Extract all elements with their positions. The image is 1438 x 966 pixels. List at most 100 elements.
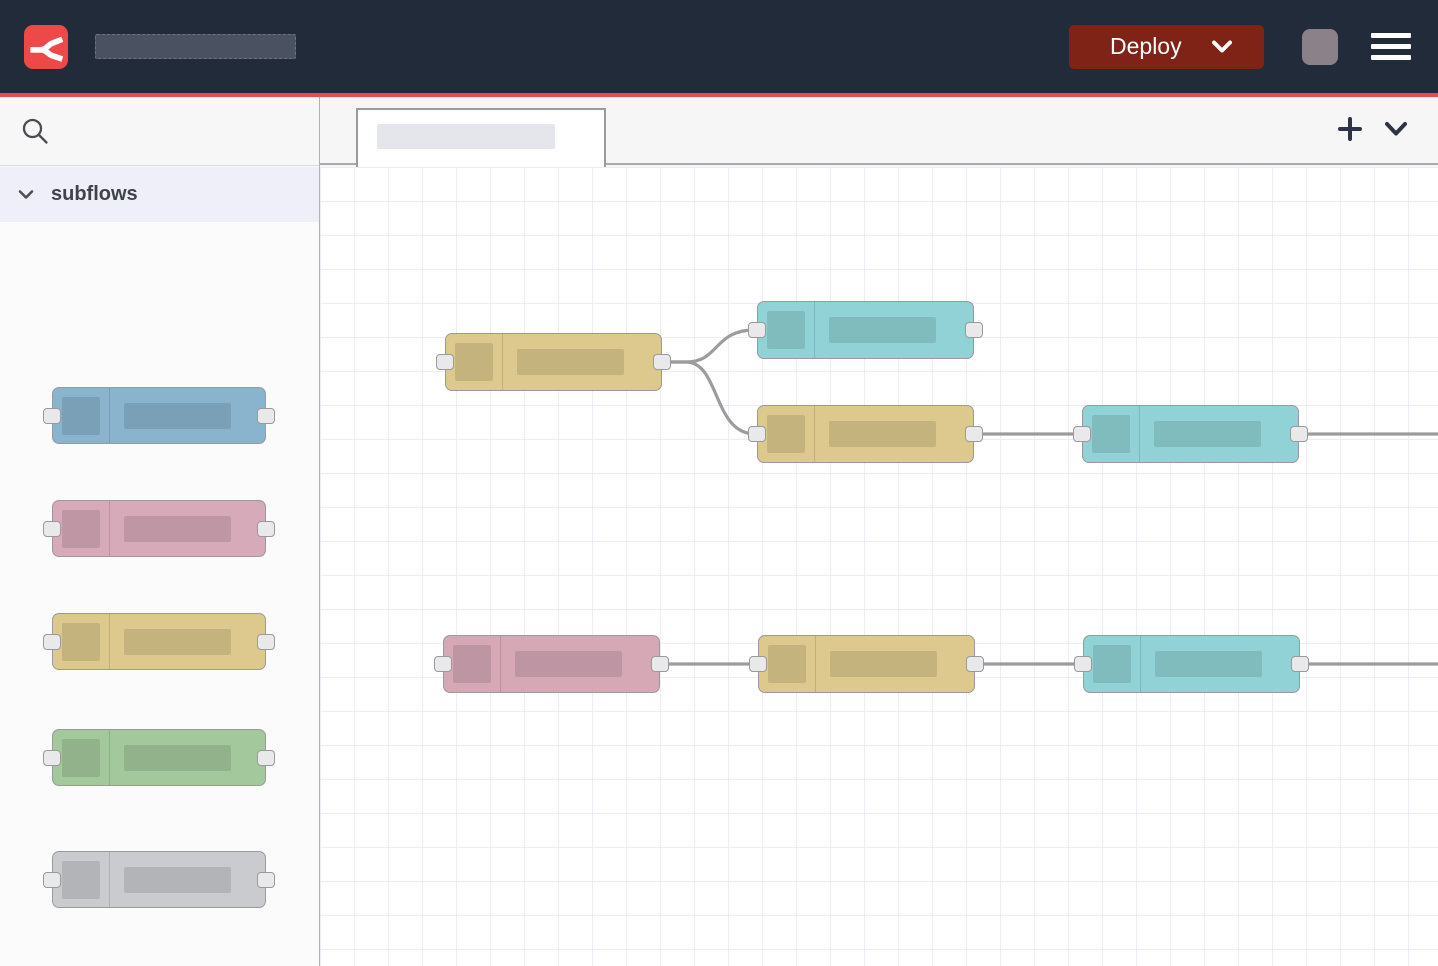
node-label-placeholder	[124, 866, 231, 893]
node-icon-placeholder	[453, 645, 491, 683]
flow-tab-label-placeholder	[377, 124, 555, 149]
header-bar: Deploy	[0, 0, 1438, 93]
node-label-placeholder	[124, 402, 231, 429]
subflow-node-pink[interactable]	[43, 500, 275, 557]
workspace[interactable]	[320, 167, 1438, 966]
node-icon-placeholder	[1092, 415, 1130, 453]
menu-icon[interactable]	[1371, 33, 1411, 60]
workspace-title-placeholder	[95, 34, 296, 59]
output-port[interactable]	[1290, 426, 1308, 442]
app-logo[interactable]	[24, 24, 68, 69]
output-port[interactable]	[653, 354, 671, 370]
output-port[interactable]	[651, 656, 669, 672]
input-port[interactable]	[1073, 426, 1091, 442]
flow-list-icon[interactable]	[1384, 121, 1408, 137]
subflow-node-blue[interactable]	[43, 387, 275, 444]
flow-node-yellow-3[interactable]	[749, 635, 984, 693]
node-divider	[815, 636, 816, 692]
flow-node-cyan-1[interactable]	[748, 301, 983, 359]
chevron-down-icon	[1211, 40, 1232, 53]
fork-icon	[30, 36, 63, 62]
node-divider	[814, 406, 815, 462]
input-port[interactable]	[436, 354, 454, 370]
node-icon-placeholder	[1093, 645, 1131, 683]
input-port[interactable]	[434, 656, 452, 672]
output-port[interactable]	[257, 871, 275, 888]
wire-flow-node-yellow-1-to-flow-node-cyan-1[interactable]	[662, 328, 757, 364]
input-port[interactable]	[43, 407, 61, 424]
node-icon-placeholder	[767, 415, 805, 453]
input-port[interactable]	[43, 520, 61, 537]
node-divider	[109, 614, 110, 669]
node-icon-placeholder	[767, 311, 805, 349]
input-port[interactable]	[748, 426, 766, 442]
palette-list	[0, 222, 319, 966]
flow-node-yellow-2[interactable]	[748, 405, 983, 463]
node-label-placeholder	[1155, 651, 1262, 677]
menu-bar	[1371, 44, 1411, 49]
input-port[interactable]	[748, 322, 766, 338]
output-port[interactable]	[1291, 656, 1309, 672]
node-divider	[109, 852, 110, 907]
output-port[interactable]	[965, 322, 983, 338]
input-port[interactable]	[43, 871, 61, 888]
output-port[interactable]	[257, 749, 275, 766]
output-port[interactable]	[966, 656, 984, 672]
wire-flow-node-yellow-1-to-flow-node-yellow-2[interactable]	[662, 360, 757, 436]
node-divider	[814, 302, 815, 358]
input-port[interactable]	[43, 749, 61, 766]
node-label-placeholder	[830, 651, 937, 677]
input-port[interactable]	[1074, 656, 1092, 672]
output-port[interactable]	[965, 426, 983, 442]
node-label-placeholder	[829, 421, 936, 447]
input-port[interactable]	[749, 656, 767, 672]
node-divider	[1139, 406, 1140, 462]
flow-node-yellow-1[interactable]	[436, 333, 671, 391]
output-port[interactable]	[257, 520, 275, 537]
input-port[interactable]	[43, 633, 61, 650]
flow-tab[interactable]	[356, 108, 606, 167]
menu-bar	[1371, 33, 1411, 38]
menu-bar	[1371, 55, 1411, 60]
node-icon-placeholder	[455, 343, 493, 381]
user-avatar[interactable]	[1302, 28, 1338, 65]
flow-node-cyan-3[interactable]	[1074, 635, 1309, 693]
node-divider	[109, 501, 110, 556]
subflows-section-header[interactable]: subflows	[0, 167, 319, 222]
node-label-placeholder	[517, 349, 624, 375]
search-icon	[22, 118, 48, 144]
node-icon-placeholder	[62, 860, 100, 899]
node-divider	[109, 730, 110, 785]
accent-line	[0, 93, 1438, 97]
flow-node-pink-1[interactable]	[434, 635, 669, 693]
node-divider	[502, 334, 503, 390]
node-icon-placeholder	[768, 645, 806, 683]
tab-bar	[320, 97, 1438, 167]
output-port[interactable]	[257, 633, 275, 650]
node-icon-placeholder	[62, 738, 100, 777]
node-label-placeholder	[515, 651, 622, 677]
node-divider	[1140, 636, 1141, 692]
chevron-down-icon	[18, 190, 34, 199]
subflow-node-green[interactable]	[43, 729, 275, 786]
node-label-placeholder	[124, 744, 231, 771]
add-flow-icon[interactable]	[1338, 117, 1362, 141]
node-label-placeholder	[124, 515, 231, 542]
section-label: subflows	[51, 183, 138, 205]
wires-layer	[660, 328, 1438, 666]
node-label-placeholder	[829, 317, 936, 343]
deploy-label: Deploy	[1110, 33, 1182, 59]
output-port[interactable]	[257, 407, 275, 424]
flow-canvas	[320, 97, 1438, 966]
node-label-placeholder	[124, 628, 231, 655]
subflow-node-gray[interactable]	[43, 851, 275, 908]
subflow-node-yellow[interactable]	[43, 613, 275, 670]
flow-node-cyan-2[interactable]	[1073, 405, 1308, 463]
palette-search[interactable]	[0, 97, 319, 166]
node-icon-placeholder	[62, 509, 100, 548]
palette-sidebar: subflows	[0, 97, 320, 966]
node-divider	[500, 636, 501, 692]
deploy-button[interactable]: Deploy	[1069, 24, 1264, 69]
tab-actions	[1338, 117, 1408, 141]
